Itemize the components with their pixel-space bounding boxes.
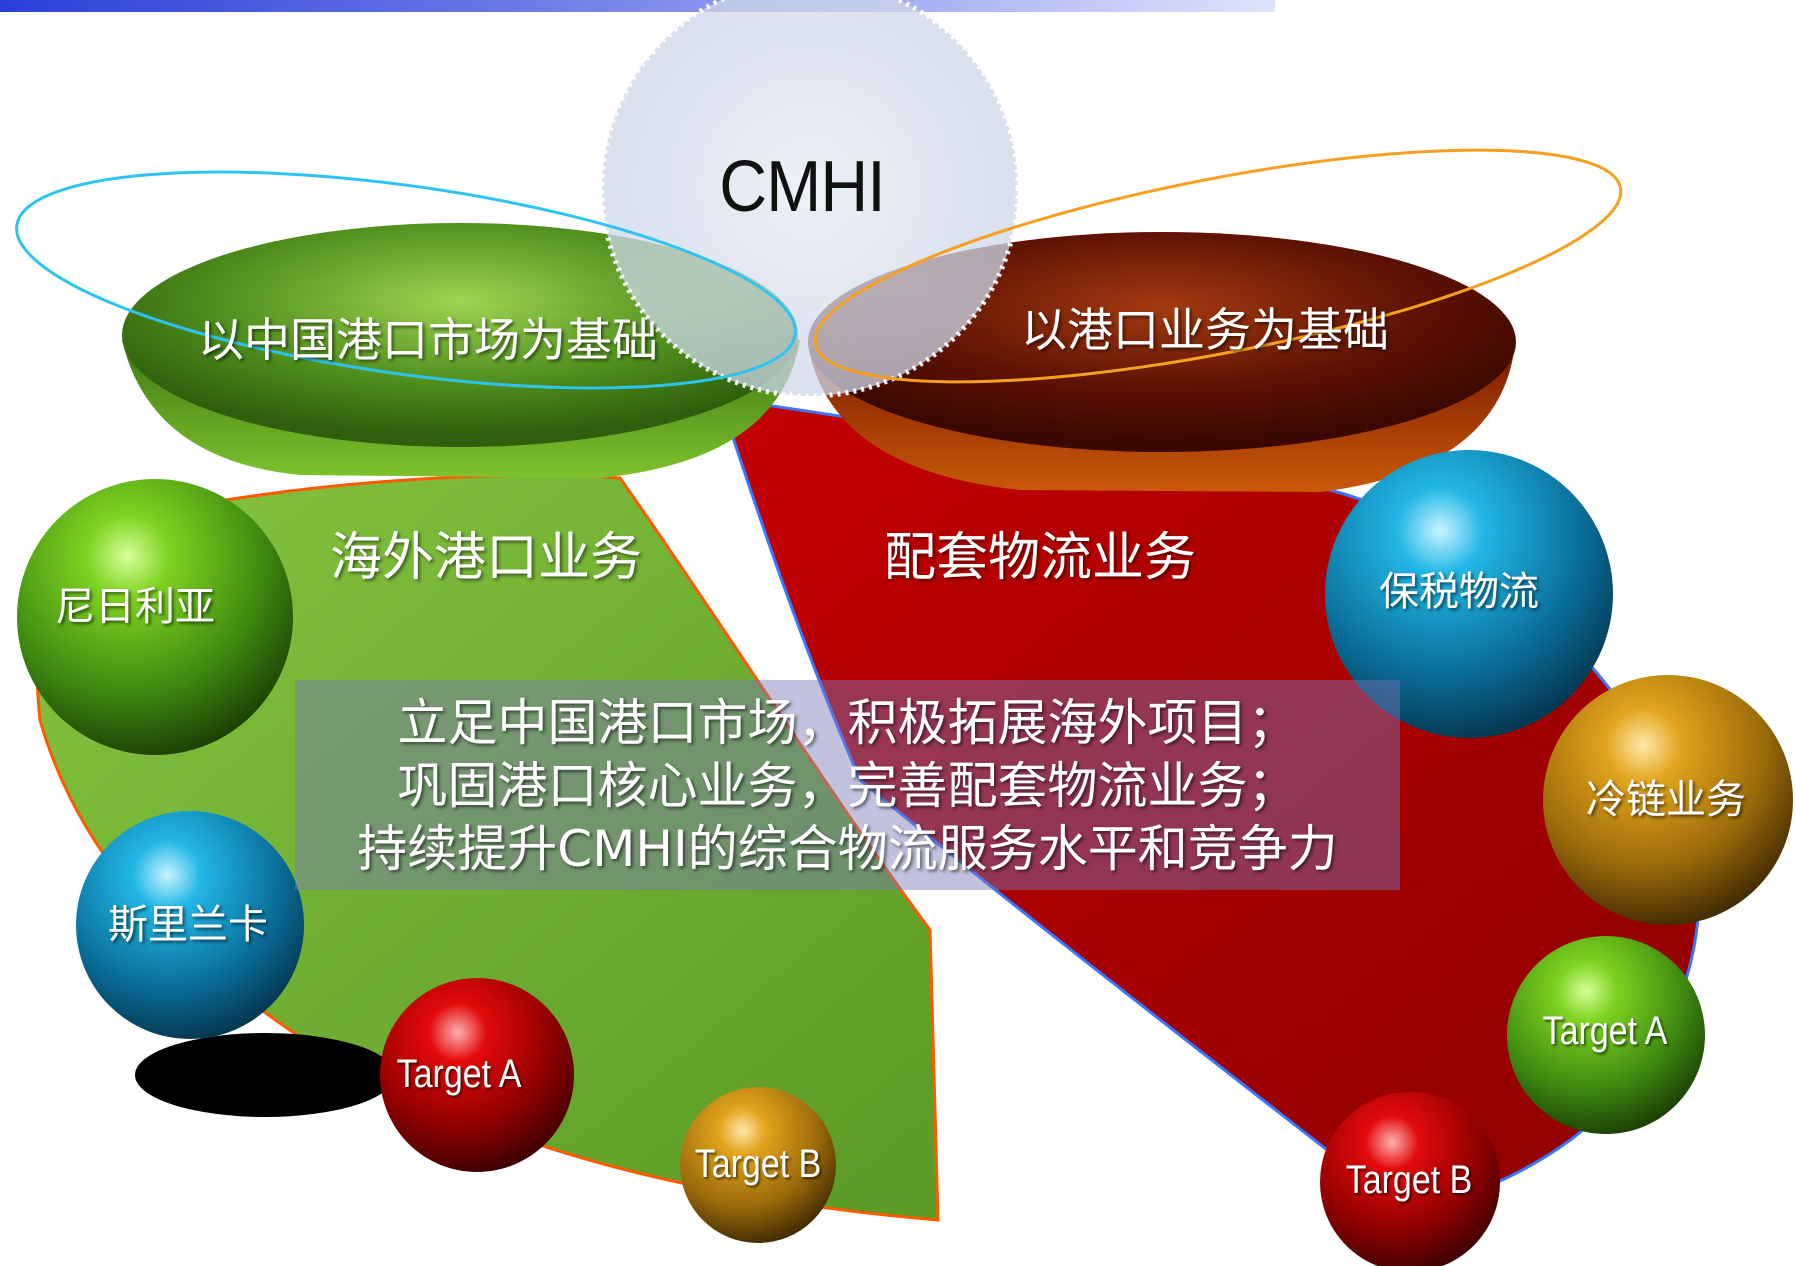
cyan-ring bbox=[15, 170, 797, 390]
ball-left-target-b-label: Target B bbox=[694, 1142, 822, 1186]
ball-cold-chain bbox=[1543, 675, 1793, 925]
summary-line-3: 持续提升CMHI的综合物流服务水平和竞争力 bbox=[357, 820, 1338, 878]
orange-ring bbox=[813, 148, 1623, 384]
shadow-ellipse bbox=[135, 1033, 395, 1117]
left-dish-label: 以中国港口市场为基础 bbox=[198, 313, 658, 367]
ball-left-target-a-label: Target A bbox=[396, 1052, 522, 1096]
summary-line-1: 立足中国港口市场，积极拓展海外项目； bbox=[397, 694, 1298, 752]
ball-sri-lanka-label: 斯里兰卡 bbox=[108, 902, 268, 948]
ball-left-target-b bbox=[680, 1087, 836, 1243]
ball-right-target-a bbox=[1507, 936, 1705, 1134]
ball-bonded-logistics-label: 保税物流 bbox=[1379, 569, 1539, 615]
ball-bonded-logistics bbox=[1325, 450, 1613, 738]
ball-nigeria-label: 尼日利亚 bbox=[55, 584, 215, 630]
summary-box: 立足中国港口市场，积极拓展海外项目； 巩固港口核心业务，完善配套物流业务； 持续… bbox=[295, 680, 1400, 890]
center-circle bbox=[599, 0, 1021, 399]
right-section-label: 配套物流业务 bbox=[883, 528, 1197, 588]
title-bar bbox=[0, 0, 1275, 12]
ball-right-target-a-label: Target A bbox=[1542, 1009, 1668, 1053]
center-label: CMHI bbox=[719, 147, 886, 227]
ball-right-target-b bbox=[1320, 1092, 1500, 1266]
summary-line-2: 巩固港口核心业务，完善配套物流业务； bbox=[397, 757, 1298, 815]
ball-sri-lanka bbox=[76, 811, 304, 1039]
ball-cold-chain-label: 冷链业务 bbox=[1586, 777, 1746, 823]
left-section-label: 海外港口业务 bbox=[329, 528, 643, 588]
ball-left-target-a bbox=[380, 978, 574, 1172]
right-dish-label: 以港口业务为基础 bbox=[1021, 303, 1389, 357]
ball-nigeria bbox=[17, 479, 293, 755]
ball-right-target-b-label: Target B bbox=[1345, 1158, 1473, 1202]
